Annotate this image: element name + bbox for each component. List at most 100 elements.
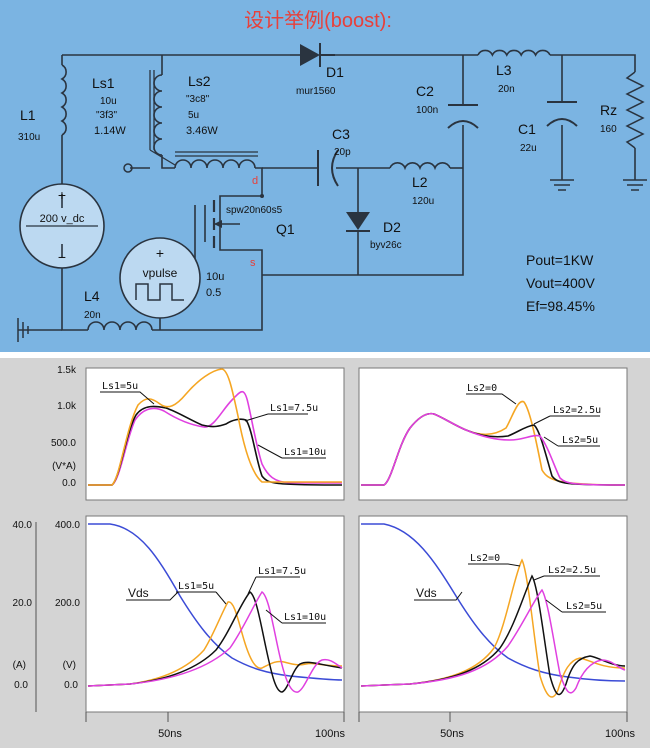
vpulse-plus: + [156, 245, 164, 261]
bottom-left-curves [87, 523, 343, 693]
d1-part: mur1560 [296, 86, 336, 97]
l3-value: 20n [498, 84, 515, 95]
wire-c2-bottom [262, 125, 464, 276]
l2-name: L2 [412, 174, 428, 190]
bottom-left-callouts [126, 576, 326, 624]
curve-ls1-10u [88, 390, 342, 486]
curve-vds-left [88, 523, 343, 681]
ls2-value: 5u [188, 110, 199, 121]
rz-name: Rz [600, 102, 617, 118]
drain-node [260, 194, 264, 198]
schematic-background [0, 0, 650, 352]
c1-name: C1 [518, 121, 536, 137]
ls1-value: 10u [100, 96, 117, 107]
l4-inductor [87, 321, 153, 331]
l2-inductor [389, 162, 451, 171]
ls2-inductor [174, 159, 256, 169]
top-right-callouts [466, 393, 600, 447]
schematic: 设计举例(boost): [0, 0, 650, 352]
rz-resistor [625, 71, 645, 149]
wires [18, 54, 636, 331]
top-left-label-ls1-10u: Ls1=10u [284, 447, 326, 458]
rz-value: 160 [600, 124, 617, 135]
bottom-left-label-ls1-7p5u: Ls1=7.5u [258, 566, 306, 577]
vdc-source [19, 183, 105, 269]
vpulse-name: vpulse [143, 266, 178, 280]
q1-name: Q1 [276, 221, 295, 237]
q1-drain-label: d [252, 175, 258, 187]
power-tick-1p0k: 1.0k [57, 401, 77, 412]
current-tick-0: 0.0 [14, 680, 28, 691]
wire-ls2-drain [255, 167, 263, 196]
l3-name: L3 [496, 62, 512, 78]
bottom-left-label-vds: Vds [128, 586, 149, 600]
wire-l4-source [152, 275, 263, 331]
vdc-minus: − [58, 249, 66, 265]
vdc-plus: + [58, 187, 66, 203]
transformer-core-link [149, 149, 176, 166]
bottom-right-label-ls2-2p5u: Ls2=2.5u [548, 565, 596, 576]
x-tick-50ns-left: 50ns [158, 728, 182, 740]
power-unit: (V*A) [52, 461, 76, 472]
current-tick-20: 20.0 [13, 598, 33, 609]
transformer-core [149, 70, 155, 150]
curve-ls2-5u [361, 412, 626, 486]
wire-mosfet-ds [219, 195, 263, 275]
q1-source-label: s [250, 257, 256, 269]
curve-ls1-5u [88, 368, 342, 486]
top-left-label-ls1-5u: Ls1=5u [102, 381, 138, 392]
c3-name: C3 [332, 126, 350, 142]
x-tick-50ns-right: 50ns [440, 728, 464, 740]
vdc-value: 200 v_dc [40, 213, 85, 225]
result-vout: Vout=400V [526, 275, 596, 291]
d1-diode [290, 43, 335, 67]
curve-vds-ls1-5u [87, 601, 343, 687]
wire-ls1-bottom [161, 155, 175, 169]
bottom-left-label-ls1-10u: Ls1=10u [284, 612, 326, 623]
d2-part: byv26c [370, 240, 402, 251]
d2-diode [346, 205, 370, 232]
c1-value: 22u [520, 143, 537, 154]
l4-name: L4 [84, 288, 100, 304]
plots-separator [0, 352, 650, 358]
top-right-curves [361, 400, 626, 486]
bottom-left-label-ls1-5u: Ls1=5u [178, 581, 214, 592]
diagram-title: 设计举例(boost): [244, 9, 392, 32]
c3-capacitor [317, 149, 339, 187]
l2-value: 120u [412, 196, 434, 207]
ls1-name: Ls1 [92, 75, 115, 91]
ls2-core-label: "3c8" [186, 94, 210, 105]
ls1-terminal [123, 163, 133, 173]
c2-value: 100n [416, 105, 438, 116]
x-tick-100ns-left: 100ns [315, 728, 345, 740]
curve-vds-ls1-10u [87, 590, 343, 693]
rz-ground-icon [623, 179, 647, 191]
power-tick-0: 0.0 [62, 478, 76, 489]
curve-ls1-7p5u [88, 405, 343, 486]
ls2-core [175, 151, 258, 157]
result-ef: Ef=98.45% [526, 298, 595, 314]
c1-capacitor [546, 101, 578, 127]
curve-vds-ls2-2p5u [360, 574, 626, 696]
power-tick-500: 500.0 [51, 438, 76, 449]
curve-vds-right [361, 523, 626, 682]
result-pout: Pout=1KW [526, 252, 594, 268]
l1-inductor [60, 64, 67, 136]
c1-ground-icon [550, 179, 574, 191]
curve-vds-ls2-0 [360, 558, 626, 698]
ls1-core: "3f3" [96, 110, 117, 121]
ls2-name: Ls2 [188, 73, 211, 89]
vds-tick-0: 0.0 [64, 680, 78, 691]
curve-vds-ls1-7p5u [87, 591, 343, 693]
current-unit: (A) [13, 660, 26, 671]
top-right-label-ls2-2p5u: Ls2=2.5u [553, 405, 601, 416]
top-left-label-ls1-7p5u: Ls1=7.5u [270, 403, 318, 414]
q1-mosfet [212, 200, 240, 248]
top-left-callouts [100, 391, 326, 459]
c2-name: C2 [416, 83, 434, 99]
power-tick-1p5k: 1.5k [57, 365, 77, 376]
l4-value: 20n [84, 310, 101, 321]
vpulse-source [119, 237, 201, 319]
d1-name: D1 [326, 64, 344, 80]
